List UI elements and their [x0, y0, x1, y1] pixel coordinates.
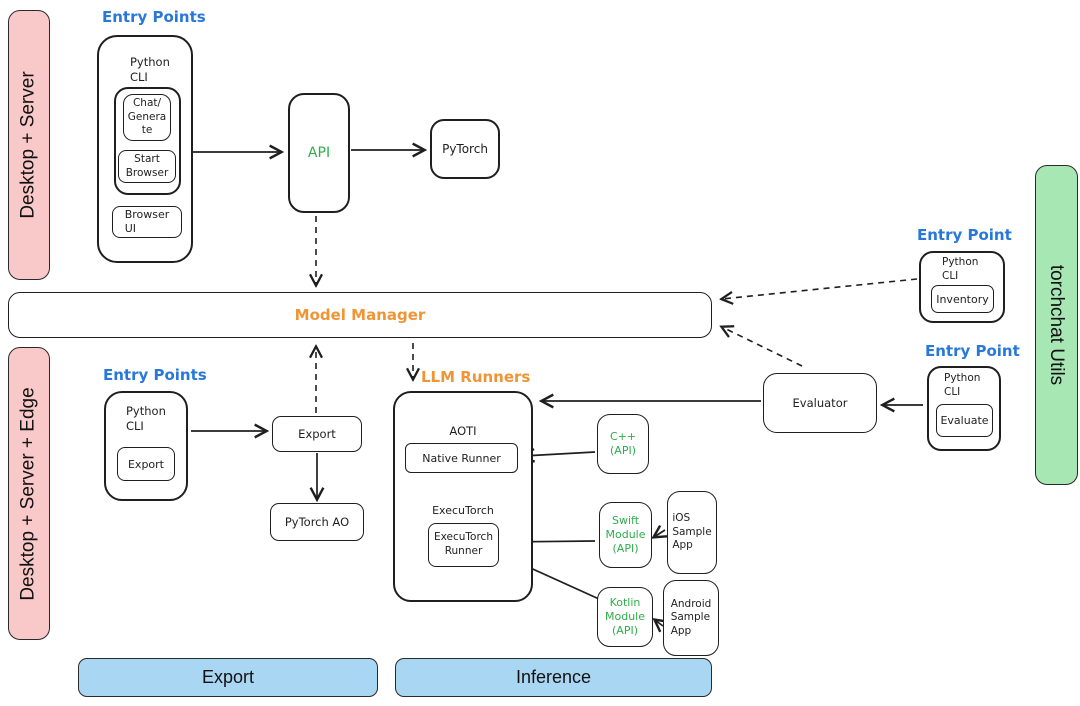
- arrow-evaluator-to-model-manager: [722, 327, 803, 367]
- sidebar-torchchat-utils: torchchat Utils: [1035, 165, 1078, 485]
- browser-ui-label: Browser UI: [124, 207, 170, 235]
- llm-runners-box: [393, 391, 533, 602]
- sidebar-desktop-server-edge: Desktop + Server + Edge: [8, 347, 50, 640]
- arrow-cpp-to-native-runner: [523, 452, 596, 456]
- sidebar-desktop-server-label: Desktop + Server: [18, 71, 40, 219]
- evaluate-label: Evaluate: [940, 414, 989, 427]
- cpp-api-box: C++ (API): [597, 414, 649, 474]
- export-node-label: Export: [298, 427, 336, 441]
- model-manager-bar: Model Manager: [8, 292, 712, 338]
- browser-ui-box: Browser UI: [112, 206, 182, 238]
- evaluator-label: Evaluator: [792, 396, 848, 410]
- pytorch-ao-box: PyTorch AO: [270, 503, 364, 541]
- native-runner-label: Native Runner: [422, 451, 501, 465]
- start-browser-box: Start Browser: [118, 150, 176, 183]
- pytorch-box: PyTorch: [430, 119, 500, 179]
- python-cli-top-label: Python CLI: [130, 55, 170, 84]
- inference-footer-label: Inference: [515, 667, 592, 687]
- llm-runners-label: LLM Runners: [421, 368, 531, 386]
- executorch-runner-label: ExecuTorch Runner: [434, 531, 493, 557]
- ios-sample-app-box: iOS Sample App: [667, 491, 717, 574]
- sidebar-desktop-server-edge-label: Desktop + Server + Edge: [18, 386, 39, 601]
- entry-points-top-label: Entry Points: [102, 8, 206, 26]
- sidebar-torchchat-utils-label: torchchat Utils: [1046, 264, 1068, 386]
- python-cli-evaluate-label: Python CLI: [944, 372, 981, 398]
- python-cli-inventory-label: Python CLI: [942, 256, 979, 282]
- export-footer-label: Export: [201, 667, 255, 687]
- model-manager-label: Model Manager: [294, 306, 426, 324]
- android-sample-app-label: Android Sample App: [670, 597, 712, 637]
- native-runner-box: Native Runner: [405, 443, 518, 473]
- kotlin-module-label: Kotlin Module (API): [605, 595, 645, 638]
- evaluator-box: Evaluator: [763, 373, 877, 433]
- export-node-box: Export: [272, 416, 362, 452]
- api-box: API: [288, 93, 350, 213]
- ios-sample-app-label: iOS Sample App: [672, 512, 712, 552]
- python-cli-export-box: [104, 391, 188, 501]
- chat-generate-label: Chat/ Genera te: [127, 97, 167, 137]
- chat-group-box: [114, 87, 181, 195]
- pytorch-label: PyTorch: [442, 142, 488, 156]
- sidebar-desktop-server: Desktop + Server: [8, 10, 50, 280]
- arrow-ios-to-swift: [654, 530, 665, 537]
- entry-points-bottom-label: Entry Points: [103, 366, 207, 384]
- arrow-android-to-kotlin: [655, 620, 663, 626]
- evaluate-box: Evaluate: [936, 404, 993, 437]
- executorch-label: ExecuTorch: [432, 504, 494, 517]
- kotlin-module-box: Kotlin Module (API): [597, 587, 653, 647]
- inference-footer-bar: Inference: [395, 658, 712, 697]
- entry-point-evaluate-label: Entry Point: [925, 342, 1020, 360]
- pytorch-ao-label: PyTorch AO: [284, 515, 350, 529]
- executorch-runner-box: ExecuTorch Runner: [428, 523, 499, 567]
- python-cli-export-label: Python CLI: [126, 404, 166, 433]
- start-browser-label: Start Browser: [125, 152, 169, 179]
- swift-module-label: Swift Module (API): [605, 513, 646, 556]
- api-label: API: [307, 145, 331, 161]
- cpp-api-label: C++ (API): [609, 429, 637, 457]
- export-inner-box: Export: [117, 447, 175, 481]
- inventory-label: Inventory: [936, 292, 989, 306]
- inventory-box: Inventory: [931, 285, 994, 313]
- arrow-inventory-to-model-manager: [722, 278, 918, 299]
- swift-module-box: Swift Module (API): [599, 502, 652, 568]
- entry-point-inventory-label: Entry Point: [917, 226, 1012, 244]
- export-inner-label: Export: [127, 457, 164, 471]
- chat-generate-box: Chat/ Genera te: [123, 94, 171, 141]
- android-sample-app-box: Android Sample App: [663, 580, 719, 656]
- aoti-label: AOTI: [449, 424, 477, 438]
- export-footer-bar: Export: [78, 658, 378, 697]
